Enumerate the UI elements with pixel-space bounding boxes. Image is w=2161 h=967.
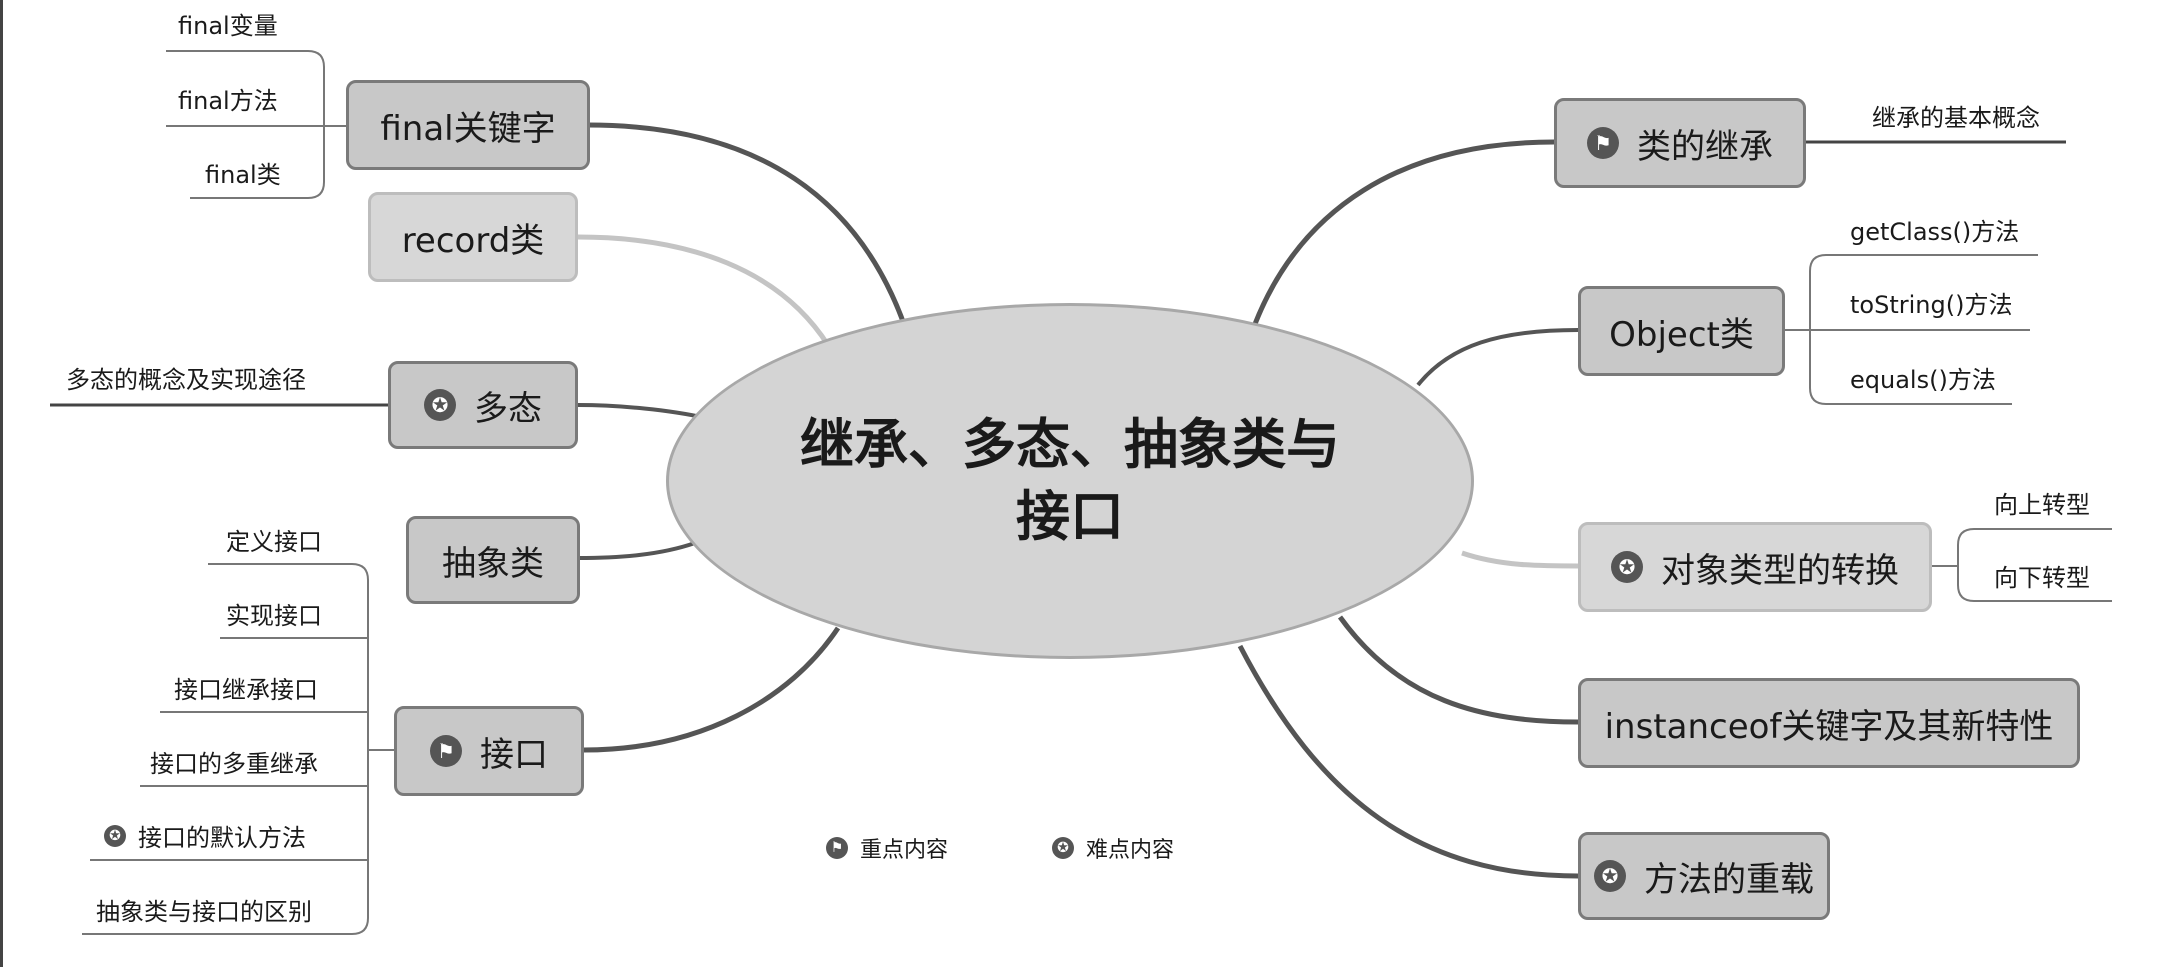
topic-class-inheritance[interactable]: ⚑ 类的继承 — [1554, 98, 1806, 188]
leaf-final-class: final类 — [205, 161, 281, 189]
central-topic-line1: 继承、多态、抽象类与 — [800, 413, 1340, 476]
edge-overload — [1237, 644, 1579, 879]
topic-instanceof-keyword[interactable]: instanceof关键字及其新特性 — [1578, 678, 2080, 768]
legend-difficult-points: ✪ 难点内容 — [1052, 832, 1174, 864]
leaf-equals-method: equals()方法 — [1850, 366, 1996, 394]
topic-object-class-label: Object类 — [1609, 314, 1754, 355]
edge-poly — [577, 403, 707, 420]
central-topic-line2: 接口 — [1016, 485, 1124, 548]
leaf-interface-inherit: 接口继承接口 — [174, 676, 318, 704]
flag-icon: ⚑ — [826, 837, 848, 859]
topic-object-class[interactable]: Object类 — [1578, 286, 1785, 376]
topic-abstract-class[interactable]: 抽象类 — [406, 516, 580, 604]
topic-object-type-cast[interactable]: ✪ 对象类型的转换 — [1578, 522, 1932, 612]
topic-method-overload[interactable]: ✪ 方法的重载 — [1578, 832, 1830, 920]
leaf-inheritance-concept: 继承的基本概念 — [1872, 104, 2040, 132]
leaf-final-method: final方法 — [178, 87, 278, 115]
edge-instanceof — [1337, 615, 1579, 725]
leaf-define-interface: 定义接口 — [226, 528, 322, 556]
legend-key-points-label: 重点内容 — [860, 838, 949, 863]
topic-class-inheritance-label: 类的继承 — [1637, 126, 1773, 167]
legend-difficult-points-label: 难点内容 — [1086, 838, 1175, 863]
topic-polymorphism[interactable]: ✪ 多态 — [388, 361, 578, 449]
star-icon: ✪ — [424, 389, 456, 421]
leaf-abstract-vs-interface: 抽象类与接口的区别 — [96, 898, 312, 926]
leaf-getclass-method: getClass()方法 — [1850, 218, 2020, 246]
topic-interface[interactable]: ⚑ 接口 — [394, 706, 584, 796]
leaf-interface-multiple-inherit: 接口的多重继承 — [150, 750, 318, 778]
star-icon: ✪ — [1611, 551, 1643, 583]
topic-interface-label: 接口 — [480, 734, 548, 775]
leaf-implement-interface: 实现接口 — [226, 602, 322, 630]
leaf-final-variable: final变量 — [178, 12, 278, 40]
leaf-tostring-method: toString()方法 — [1850, 291, 2013, 319]
edge-abstract — [577, 541, 696, 560]
topic-object-type-cast-label: 对象类型的转换 — [1661, 550, 1899, 591]
topic-record-class-label: record类 — [401, 220, 545, 261]
leaf-interface-default-method: ✪ 接口的默认方法 — [104, 818, 306, 853]
frame-left-border — [0, 0, 3, 967]
topic-final-keyword-label: final关键字 — [380, 108, 556, 149]
leaf-downcast: 向下转型 — [1994, 564, 2090, 592]
edge-cast — [1461, 550, 1579, 569]
leaf-upcast: 向上转型 — [1994, 491, 2090, 519]
topic-method-overload-label: 方法的重载 — [1644, 859, 1814, 900]
star-icon: ✪ — [104, 824, 126, 847]
legend-key-points: ⚑ 重点内容 — [826, 832, 948, 864]
topic-record-class[interactable]: record类 — [368, 192, 578, 282]
flag-icon: ⚑ — [430, 735, 462, 767]
edge-inherit — [1252, 139, 1555, 325]
edge-final — [587, 122, 908, 328]
edge-interface — [583, 626, 841, 753]
flag-icon: ⚑ — [1587, 127, 1619, 159]
topic-final-keyword[interactable]: final关键字 — [346, 80, 590, 170]
topic-polymorphism-label: 多态 — [474, 388, 542, 429]
star-icon: ✪ — [1052, 837, 1074, 859]
central-topic: 继承、多态、抽象类与 接口 — [666, 303, 1474, 659]
topic-instanceof-keyword-label: instanceof关键字及其新特性 — [1604, 706, 2054, 747]
topic-abstract-class-label: 抽象类 — [442, 543, 544, 584]
edge-object — [1416, 328, 1579, 387]
star-icon: ✪ — [1594, 860, 1626, 892]
leaf-polymorphism-concept: 多态的概念及实现途径 — [66, 366, 306, 394]
edge-record — [577, 234, 831, 347]
